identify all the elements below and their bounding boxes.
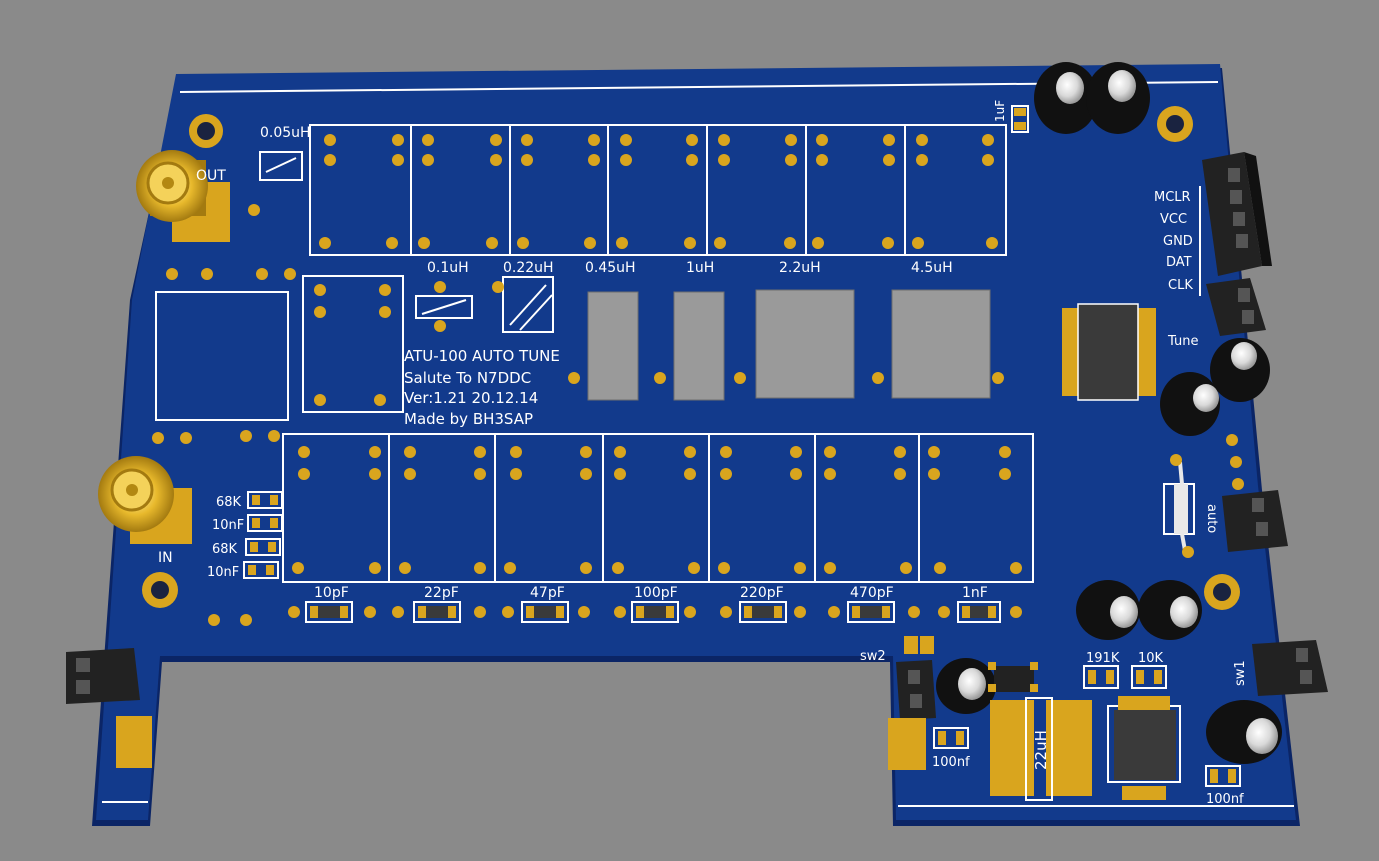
title-line-3: Ver:1.21 20.12.14 bbox=[404, 389, 538, 407]
inductor-value-labels: 0.1uH 0.22uH 0.45uH 1uH 2.2uH 4.5uH bbox=[427, 260, 953, 276]
power-section: 22uH 191K 10K 100nf 100nf sw2 sw1 bbox=[860, 636, 1328, 807]
inductor-label: 4.5uH bbox=[911, 260, 953, 276]
out-connector-label: OUT bbox=[196, 168, 226, 184]
mounting-holes bbox=[142, 106, 1240, 610]
header-pin-mclr: MCLR bbox=[1154, 190, 1191, 205]
inductor-group-label: 0.05uH bbox=[260, 125, 311, 141]
capacitor-label: 10pF bbox=[314, 585, 349, 601]
capacitor-relay-bank bbox=[282, 433, 1034, 583]
input-filter-components: 68K 10nF 68K 10nF bbox=[152, 204, 283, 626]
capacitor-label: 22pF bbox=[424, 585, 459, 601]
in-connector-label: IN bbox=[158, 550, 173, 566]
capacitor-label: 470pF bbox=[850, 585, 894, 601]
electrolytic-caps-top: 1uF bbox=[993, 62, 1150, 134]
header-pin-gnd: GND bbox=[1163, 234, 1193, 249]
coil-symbols bbox=[415, 276, 554, 333]
switch-sw2-label: sw2 bbox=[860, 649, 886, 664]
header-pin-clk: CLK bbox=[1168, 278, 1193, 293]
capacitor-label: 1nF bbox=[962, 585, 988, 601]
inductor-0-05uh-symbol bbox=[259, 151, 303, 181]
bottom-left-connector bbox=[66, 648, 152, 768]
title-line-4: Made by BH3SAP bbox=[404, 410, 533, 428]
sma-connector-out: OUT bbox=[136, 150, 230, 242]
capacitor-label: 100pF bbox=[634, 585, 678, 601]
header-pin-dat: DAT bbox=[1166, 255, 1192, 270]
capacitor-100nf-label: 100nf bbox=[932, 755, 970, 770]
microcontroller-ic bbox=[1062, 303, 1156, 401]
inductor-label: 1uH bbox=[686, 260, 714, 276]
switch-sw1-label: sw1 bbox=[1233, 660, 1248, 686]
capacitor-10nf-label: 10nF bbox=[212, 518, 244, 533]
tune-label: Tune bbox=[1167, 334, 1198, 349]
capacitor-label: 47pF bbox=[530, 585, 565, 601]
pcb-board bbox=[92, 64, 1300, 826]
programming-header: MCLR VCC GND DAT CLK Tune bbox=[1154, 152, 1272, 349]
title-block: ATU-100 AUTO TUNE Salute To N7DDC Ver:1.… bbox=[404, 347, 560, 428]
resistor-68k-label: 68K bbox=[212, 542, 238, 557]
resistor-191k-label: 191K bbox=[1086, 651, 1120, 666]
capacitor-10nf-label: 10nF bbox=[207, 565, 239, 580]
auto-label: auto bbox=[1204, 504, 1219, 533]
capacitor-100nf-label: 100nf bbox=[1206, 792, 1244, 807]
capacitor-label: 220pF bbox=[740, 585, 784, 601]
title-line-2: Salute To N7DDC bbox=[404, 369, 531, 387]
inductor-relay-bank: 0.05uH bbox=[259, 124, 1007, 256]
inductor-label: 0.22uH bbox=[503, 260, 554, 276]
left-relay-block bbox=[155, 268, 404, 421]
inductor-label: 0.1uH bbox=[427, 260, 469, 276]
resistor-68k-label: 68K bbox=[216, 495, 242, 510]
toroid-pads bbox=[587, 289, 991, 401]
capacitor-smd-row: 10pF 22pF 47pF 100pF 220pF 470pF 1nF bbox=[288, 585, 1022, 623]
resistor-10k-label: 10K bbox=[1138, 651, 1164, 666]
inductor-22uh-label: 22uH bbox=[1032, 730, 1050, 770]
header-pin-vcc: VCC bbox=[1160, 212, 1187, 227]
sma-connector-in: IN bbox=[98, 456, 192, 566]
inductor-label: 0.45uH bbox=[585, 260, 636, 276]
right-side-components: auto bbox=[1160, 338, 1288, 558]
title-line-1: ATU-100 AUTO TUNE bbox=[404, 347, 560, 365]
electrolytic-caps-bottom bbox=[936, 580, 1282, 764]
capacitor-1uf-label: 1uF bbox=[993, 100, 1007, 122]
inductor-label: 2.2uH bbox=[779, 260, 821, 276]
toroid-vias bbox=[568, 372, 1004, 384]
